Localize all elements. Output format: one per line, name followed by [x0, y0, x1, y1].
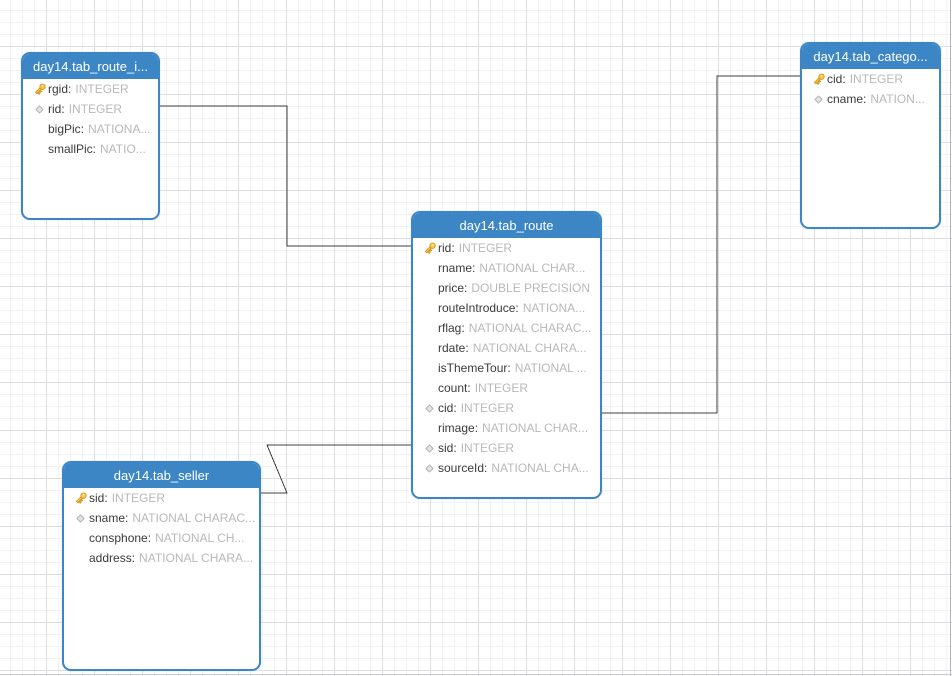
foreign-key-diamond-icon: [421, 403, 438, 413]
field-name: rid: [438, 241, 455, 255]
table-field-list: sid INTEGER sname NATIONAL CHARAC... con…: [64, 488, 259, 568]
field-name: rname: [438, 261, 475, 275]
field-type: NATIONAL CHARAC...: [132, 511, 256, 525]
entity-table-tab_seller[interactable]: day14.tab_seller sid INTEGER sname NATIO…: [62, 461, 261, 671]
field-name: rflag: [438, 321, 465, 335]
field-type: NATIONAL CHARAC...: [468, 321, 592, 335]
table-title[interactable]: day14.tab_route_i...: [23, 54, 158, 79]
field-name: rid: [48, 102, 65, 116]
field-type: NATIONAL CHARA...: [472, 341, 587, 355]
field-name: count: [438, 381, 471, 395]
table-field-list: rgid INTEGER rid INTEGER bigPic NATIONA.…: [23, 79, 158, 159]
table-title[interactable]: day14.tab_route: [413, 213, 600, 238]
field-name: bigPic: [48, 122, 84, 136]
table-field-row[interactable]: address NATIONAL CHARA...: [64, 548, 259, 568]
table-field-row[interactable]: rimage NATIONAL CHAR...: [413, 418, 600, 438]
field-type: INTEGER: [458, 241, 513, 255]
table-title[interactable]: day14.tab_seller: [64, 463, 259, 488]
field-name: rimage: [438, 421, 478, 435]
canvas-right-edge: [950, 0, 951, 676]
field-name: sid: [438, 441, 457, 455]
table-field-row[interactable]: sname NATIONAL CHARAC...: [64, 508, 259, 528]
field-type: INTEGER: [68, 102, 123, 116]
table-field-list: cid INTEGER cname NATION...: [802, 69, 939, 109]
field-name: smallPic: [48, 142, 96, 156]
entity-table-tab_route[interactable]: day14.tab_route rid INTEGER rname NATION…: [411, 211, 602, 499]
table-field-row[interactable]: rname NATIONAL CHAR...: [413, 258, 600, 278]
foreign-key-diamond-icon: [810, 94, 827, 104]
table-field-row[interactable]: routeIntroduce NATIONA...: [413, 298, 600, 318]
table-field-row[interactable]: smallPic NATIO...: [23, 139, 158, 159]
table-field-row[interactable]: cid INTEGER: [802, 69, 939, 89]
field-type: NATIONAL CHA...: [491, 461, 589, 475]
table-field-row[interactable]: cname NATION...: [802, 89, 939, 109]
table-field-row[interactable]: sourceId NATIONAL CHA...: [413, 458, 600, 478]
table-field-row[interactable]: count INTEGER: [413, 378, 600, 398]
field-name: sname: [89, 511, 128, 525]
field-type: NATIONAL CHARA...: [139, 551, 254, 565]
table-field-row[interactable]: sid INTEGER: [413, 438, 600, 458]
field-type: INTEGER: [460, 441, 515, 455]
field-type: INTEGER: [849, 72, 904, 86]
primary-key-icon: [72, 491, 89, 505]
entity-table-tab_route_image[interactable]: day14.tab_route_i... rgid INTEGER rid IN…: [21, 52, 160, 220]
field-name: isThemeTour: [438, 361, 511, 375]
field-name: cname: [827, 92, 866, 106]
table-title[interactable]: day14.tab_catego...: [802, 44, 939, 69]
table-field-row[interactable]: cid INTEGER: [413, 398, 600, 418]
table-field-row[interactable]: rid INTEGER: [413, 238, 600, 258]
table-field-row[interactable]: isThemeTour NATIONAL ...: [413, 358, 600, 378]
foreign-key-diamond-icon: [31, 104, 48, 114]
field-type: DOUBLE PRECISION: [471, 281, 591, 295]
field-type: INTEGER: [474, 381, 529, 395]
primary-key-icon: [810, 72, 827, 86]
relationship-connector-tab_route_image-to-tab_route[interactable]: [160, 105, 411, 247]
foreign-key-diamond-icon: [421, 443, 438, 453]
field-name: rgid: [48, 82, 71, 96]
primary-key-icon: [31, 82, 48, 96]
table-field-list: rid INTEGER rname NATIONAL CHAR... price…: [413, 238, 600, 478]
table-field-row[interactable]: rgid INTEGER: [23, 79, 158, 99]
field-name: routeIntroduce: [438, 301, 519, 315]
field-type: INTEGER: [460, 401, 515, 415]
entity-table-tab_category[interactable]: day14.tab_catego... cid INTEGER cname NA…: [800, 42, 941, 229]
table-field-row[interactable]: rdate NATIONAL CHARA...: [413, 338, 600, 358]
table-field-row[interactable]: price DOUBLE PRECISION: [413, 278, 600, 298]
field-type: INTEGER: [75, 82, 129, 96]
table-field-row[interactable]: rid INTEGER: [23, 99, 158, 119]
field-name: rdate: [438, 341, 469, 355]
field-type: NATIO...: [100, 142, 146, 156]
foreign-key-diamond-icon: [72, 513, 89, 523]
field-name: price: [438, 281, 467, 295]
table-field-row[interactable]: consphone NATIONAL CH...: [64, 528, 259, 548]
primary-key-icon: [421, 241, 438, 255]
field-name: consphone: [89, 531, 151, 545]
field-name: address: [89, 551, 135, 565]
field-type: NATION...: [870, 92, 925, 106]
relationship-connector-tab_route-to-tab_category[interactable]: [602, 75, 800, 414]
field-type: NATIONAL ...: [514, 361, 587, 375]
field-type: NATIONA...: [522, 301, 586, 315]
field-name: sid: [89, 491, 108, 505]
field-name: sourceId: [438, 461, 487, 475]
field-type: NATIONAL CHAR...: [482, 421, 589, 435]
field-type: NATIONAL CH...: [155, 531, 245, 545]
foreign-key-diamond-icon: [421, 463, 438, 473]
relationship-connector-tab_seller-to-tab_route[interactable]: [261, 444, 411, 494]
field-type: NATIONAL CHAR...: [479, 261, 586, 275]
field-name: cid: [438, 401, 457, 415]
table-field-row[interactable]: sid INTEGER: [64, 488, 259, 508]
table-field-row[interactable]: bigPic NATIONA...: [23, 119, 158, 139]
field-name: cid: [827, 72, 846, 86]
table-field-row[interactable]: rflag NATIONAL CHARAC...: [413, 318, 600, 338]
canvas-bottom-edge: [0, 674, 952, 675]
field-type: NATIONA...: [88, 122, 151, 136]
field-type: INTEGER: [111, 491, 166, 505]
